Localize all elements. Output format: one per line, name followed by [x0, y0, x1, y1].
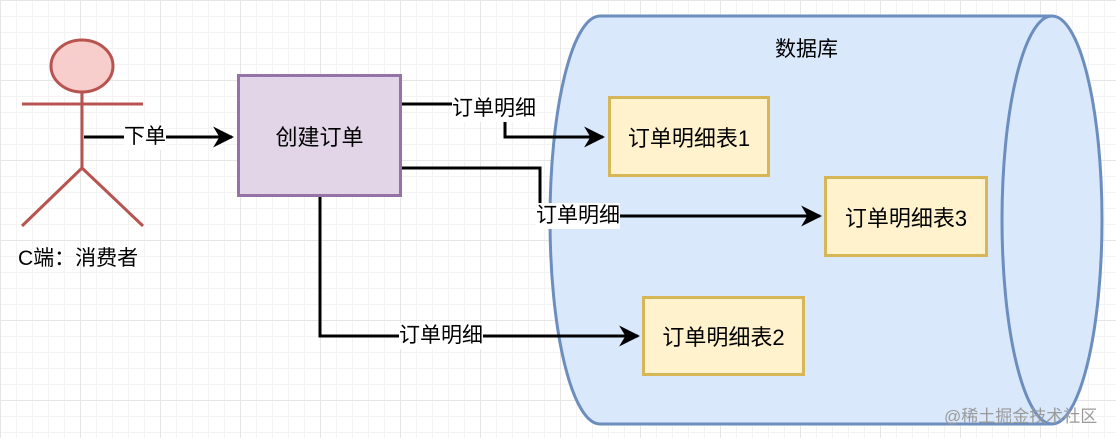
order-detail-table-2-label: 订单明细表2 — [662, 325, 785, 350]
order-detail-table-1[interactable]: 订单明细表1 — [608, 96, 770, 177]
database-rim — [1000, 14, 1053, 426]
order-detail-table-1-label: 订单明细表1 — [627, 125, 751, 151]
order-detail-table-3-label: 订单明细表3 — [844, 205, 968, 231]
edge-detail-2 — [318, 197, 641, 347]
actor-head — [49, 38, 115, 94]
edge-detail-3 — [402, 166, 823, 227]
create-order-box[interactable]: 创建订单 — [237, 74, 402, 197]
actor-right-leg — [80, 166, 145, 228]
actor-label: C端：消费者 — [18, 247, 139, 270]
create-order-label: 创建订单 — [275, 124, 364, 150]
order-detail-table-3[interactable]: 订单明细表3 — [824, 176, 988, 257]
order-detail-table-2[interactable]: 订单明细表2 — [642, 296, 805, 376]
database-label: 数据库 — [775, 38, 838, 61]
actor-left-leg — [20, 166, 84, 228]
edge-label-detail-2: 订单明细 — [399, 323, 483, 349]
watermark-text: @稀土掘金技术社区 — [944, 407, 1098, 426]
edge-label-detail-1: 订单明细 — [452, 96, 536, 122]
edge-label-place-order: 下单 — [124, 124, 166, 150]
edge-label-detail-3: 订单明细 — [536, 203, 620, 229]
actor-figure[interactable] — [20, 38, 145, 228]
